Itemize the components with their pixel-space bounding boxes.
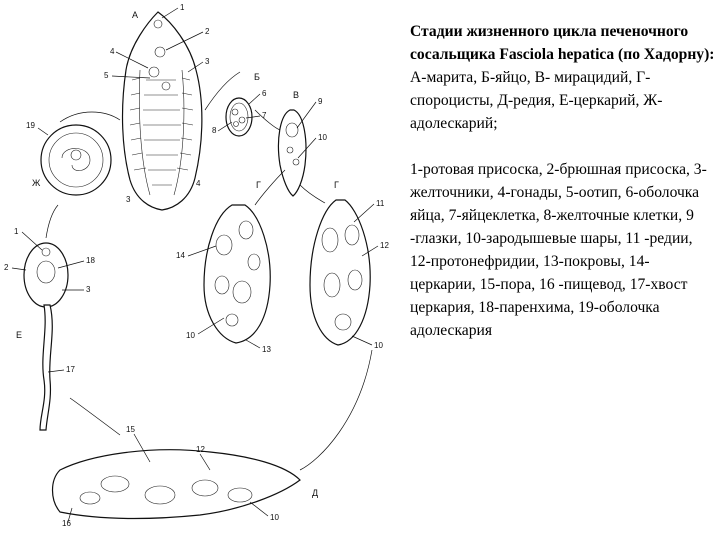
- label-1-marita: 1: [180, 3, 185, 12]
- life-cycle-diagram: А Б В Г Г: [4, 3, 389, 528]
- stage-label-egg: Б: [254, 72, 260, 82]
- stage-label-redia: Д: [312, 488, 318, 498]
- label-2-marita: 2: [205, 27, 210, 36]
- label-10-sporocyst: 10: [186, 331, 195, 340]
- label-2-cercaria: 2: [4, 263, 9, 272]
- label-12-redia: 12: [380, 241, 389, 250]
- caption-title-bold: Стадии жизненного цикла печеночного соса…: [410, 23, 715, 63]
- redia-figure: Г: [309, 180, 371, 346]
- caption-title-rest: А-марита, Б-яйцо, В- мирацидий, Г-спороц…: [410, 69, 663, 132]
- stage-label-cercaria: Е: [16, 330, 22, 340]
- label-12-redia-d: 12: [196, 445, 205, 454]
- label-15-redia: 15: [126, 425, 135, 434]
- label-14-sporocyst: 14: [176, 251, 185, 260]
- stage-label-marita: А: [132, 10, 138, 20]
- label-17-cercaria: 17: [66, 365, 75, 374]
- caption-text: Стадии жизненного цикла печеночного соса…: [410, 20, 715, 342]
- label-5-marita: 5: [104, 71, 109, 80]
- cercaria-figure: Е: [16, 242, 69, 431]
- label-3-cercaria: 3: [86, 285, 91, 294]
- marita-figure: А: [121, 10, 203, 211]
- label-16-redia: 16: [62, 519, 71, 528]
- cycle-arrows: [45, 71, 373, 471]
- label-11-redia: 11: [376, 199, 385, 208]
- label-4b-marita: 4: [196, 179, 201, 188]
- label-3b-marita: 3: [126, 195, 131, 204]
- sporocyst-figure: Г: [203, 180, 271, 344]
- redia-elongated-figure: Д: [51, 449, 318, 520]
- stage-label-sporocyst-1: Г: [256, 180, 261, 190]
- caption-title: Стадии жизненного цикла печеночного соса…: [410, 20, 715, 135]
- leader-lines: [11, 7, 379, 523]
- stage-label-adolescaria: Ж: [32, 178, 41, 188]
- label-7-egg: 7: [262, 111, 267, 120]
- label-19-adolescaria: 19: [26, 121, 35, 130]
- label-4-marita: 4: [110, 47, 115, 56]
- label-10-redia-d: 10: [270, 513, 279, 522]
- label-6-egg: 6: [262, 89, 267, 98]
- stage-label-sporocyst-2: Г: [334, 180, 339, 190]
- label-3-marita: 3: [205, 57, 210, 66]
- adolescaria-figure: Ж: [32, 124, 112, 196]
- label-10-miracidium: 10: [318, 133, 327, 142]
- label-1-cercaria: 1: [14, 227, 19, 236]
- label-9-miracidium: 9: [318, 97, 323, 106]
- caption-legend: 1-ротовая присоска, 2-брюшная присоска, …: [410, 161, 707, 339]
- egg-figure: Б: [225, 72, 260, 137]
- label-13-sporocyst: 13: [262, 345, 271, 354]
- label-8-egg: 8: [212, 126, 217, 135]
- miracidium-figure: В: [277, 90, 307, 197]
- number-labels: 1 2 4 5 3 4 3 6 7 8 9 10 14 10 13 11 12 …: [4, 3, 389, 528]
- caption-spacer: [410, 135, 715, 158]
- label-10-redia: 10: [374, 341, 383, 350]
- label-18-cercaria: 18: [86, 256, 95, 265]
- stage-label-miracidium: В: [293, 90, 299, 100]
